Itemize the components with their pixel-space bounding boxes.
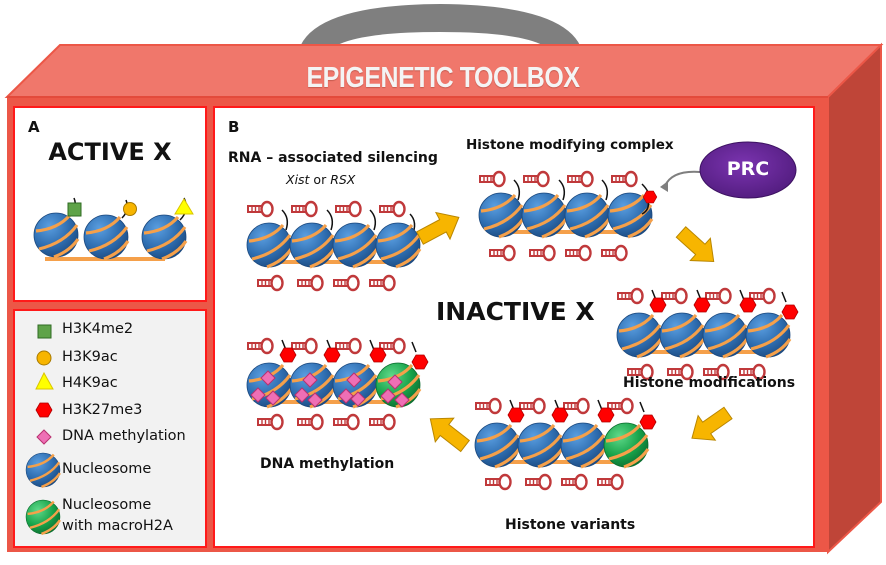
blue-nucleosome-icon bbox=[24, 451, 62, 489]
inactive-x-heading: INACTIVE X bbox=[436, 297, 595, 326]
legend-label-macroh2a-nucleosome: Nucleosome bbox=[62, 497, 152, 513]
panel-b-letter: B bbox=[228, 118, 240, 136]
red-hexagon-icon bbox=[35, 402, 53, 418]
step-histone-variants-title: Histone variants bbox=[505, 517, 636, 533]
active-nucleosome-2 bbox=[82, 213, 130, 261]
green-square-icon bbox=[37, 324, 52, 339]
legend-label-h3k9ac: H3K9ac bbox=[62, 349, 118, 365]
prc-label: PRC bbox=[726, 158, 770, 180]
or-label: or bbox=[309, 172, 331, 187]
active-x-heading: ACTIVE X bbox=[48, 138, 172, 166]
orange-circle-icon bbox=[36, 350, 52, 366]
dna-methylation-chromatin bbox=[245, 337, 429, 431]
panel-a-letter: A bbox=[28, 118, 40, 136]
panel-a bbox=[13, 106, 207, 302]
h4k9ac-mark bbox=[174, 198, 194, 215]
step-histone-modifications-title: Histone modifications bbox=[623, 375, 796, 391]
legend-label-macroh2a-nucleosome-line2: with macroH2A bbox=[62, 518, 173, 534]
legend-label-dna-methylation: DNA methylation bbox=[62, 428, 186, 444]
step-histone-modifying-complex-title: Histone modifying complex bbox=[466, 137, 674, 153]
yellow-triangle-icon bbox=[35, 371, 54, 390]
active-x-chromatin bbox=[32, 197, 194, 261]
active-nucleosome-3 bbox=[140, 213, 188, 261]
histone-modifying-complex-chromatin bbox=[477, 170, 658, 262]
prc-complex bbox=[699, 141, 797, 199]
step-dna-methylation-title: DNA methylation bbox=[260, 456, 395, 472]
toolbox-side-face bbox=[827, 42, 882, 555]
active-nucleosome-1 bbox=[32, 211, 80, 259]
h3k9ac-mark bbox=[123, 202, 137, 216]
histone-modifications-chromatin bbox=[615, 287, 799, 381]
toolbox-title: EPIGENETIC TOOLBOX bbox=[306, 62, 580, 94]
green-nucleosome-icon bbox=[24, 498, 62, 536]
legend-label-h3k27me3: H3K27me3 bbox=[62, 402, 143, 418]
toolbox-handle bbox=[297, 4, 584, 60]
legend-label-nucleosome: Nucleosome bbox=[62, 461, 152, 477]
histone-variants-chromatin bbox=[473, 397, 657, 491]
legend-label-h3k4me2: H3K4me2 bbox=[62, 321, 134, 337]
h3k4me2-mark bbox=[67, 202, 82, 217]
legend-label-h4k9ac: H4K9ac bbox=[62, 375, 118, 391]
rsx-label: RSX bbox=[330, 172, 356, 187]
xist-label: Xist bbox=[286, 172, 310, 187]
step-rna-silencing-subtitle: Xist or RSX bbox=[286, 172, 355, 187]
rna-silencing-chromatin bbox=[245, 200, 422, 292]
step-rna-silencing-title: RNA – associated silencing bbox=[228, 150, 438, 166]
